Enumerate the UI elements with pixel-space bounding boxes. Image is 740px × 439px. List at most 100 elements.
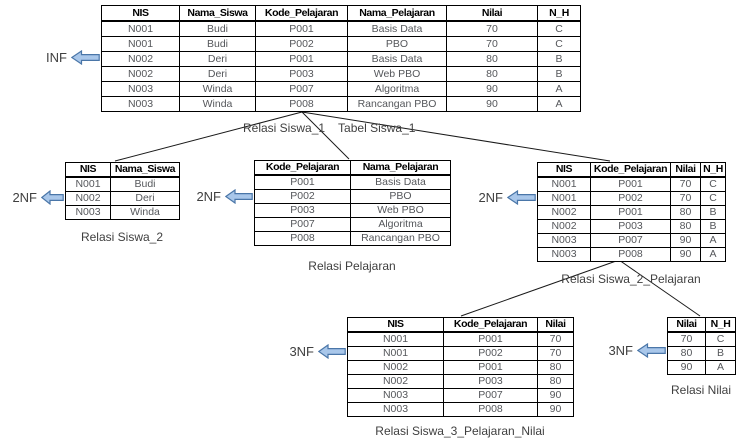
caption-siswa-1: Relasi Siswa_1 Tabel Siswa_1: [243, 122, 415, 134]
table-cell: Budi: [179, 20, 256, 37]
column-header: N_H: [537, 5, 581, 22]
caption-siswa-2: Relasi Siswa_2: [80, 230, 164, 244]
caption-pelajaran: Relasi Pelajaran: [308, 259, 396, 273]
table-cell: 70: [446, 20, 538, 37]
table-cell: P008: [443, 402, 538, 417]
connector-line: [301, 111, 611, 162]
table-cell: N001: [101, 36, 180, 52]
table-cell: Web PBO: [347, 66, 447, 82]
table-cell: Algoritma: [347, 81, 447, 97]
column-header: NIS: [347, 317, 444, 333]
column-header: NIS: [65, 162, 111, 178]
table-cell: P007: [443, 388, 538, 403]
nf-label-group-2nf-center: 2NF: [196, 189, 253, 204]
table-cell: Deri: [179, 51, 256, 67]
table-cell: PBO: [347, 36, 447, 52]
table-cell: N001: [347, 346, 444, 361]
nf-label: 2NF: [478, 190, 503, 205]
left-arrow-icon: [637, 343, 666, 358]
caption-siswa-2-pelajaran: Relasi Siswa_2_Pelajaran: [561, 272, 701, 286]
table-cell: N001: [65, 176, 111, 192]
connector-line: [114, 111, 303, 162]
table-cell: P001: [590, 176, 671, 192]
table-cell: P003: [590, 219, 671, 234]
table-cell: N001: [347, 331, 444, 347]
table-cell: B: [537, 51, 581, 67]
table-cell: Winda: [179, 96, 256, 112]
table-cell: 80: [537, 360, 574, 375]
table-cell: B: [705, 346, 736, 361]
table-cell: 70: [667, 331, 706, 347]
left-arrow-icon: [71, 50, 100, 65]
table-cell: 80: [670, 205, 701, 220]
table-cell: B: [537, 66, 581, 82]
table-cell: N001: [537, 191, 591, 206]
table-cell: Winda: [179, 81, 256, 97]
table-cell: A: [537, 96, 581, 112]
table-cell: P007: [254, 217, 351, 232]
column-header: NIS: [537, 162, 591, 178]
table-cell: P002: [254, 189, 351, 204]
table-cell: A: [537, 81, 581, 97]
table-cell: P001: [255, 20, 348, 37]
connector-line: [618, 259, 701, 317]
table-cell: 90: [670, 247, 701, 262]
column-header: NIS: [101, 5, 180, 22]
table-cell: 90: [537, 388, 574, 403]
table-cell: 80: [537, 374, 574, 389]
table-cell: C: [700, 191, 726, 206]
column-header: Kode_Pelajaran: [254, 160, 351, 176]
table-cell: Budi: [110, 176, 180, 192]
table-cell: P003: [254, 203, 351, 218]
table-cell: C: [537, 20, 581, 37]
table-cell: Deri: [179, 66, 256, 82]
table-cell: N003: [537, 233, 591, 248]
table-cell: 80: [446, 66, 538, 82]
column-header: Nilai: [667, 317, 706, 333]
table-cell: P008: [254, 231, 351, 246]
table-cell: 90: [667, 360, 706, 375]
table-cell: C: [700, 176, 726, 192]
column-header: Nilai: [446, 5, 538, 22]
table-cell: PBO: [350, 189, 451, 204]
table-cell: N003: [101, 96, 180, 112]
column-header: Nama_Pelajaran: [350, 160, 451, 176]
table-cell: 90: [446, 81, 538, 97]
table-cell: Basis Data: [347, 51, 447, 67]
table-cell: 70: [537, 331, 574, 347]
table-cell: P001: [255, 51, 348, 67]
table-cell: 90: [670, 233, 701, 248]
left-arrow-icon: [41, 190, 64, 205]
table-cell: Algoritma: [350, 217, 451, 232]
nf-label: 3NF: [608, 343, 633, 358]
table-cell: Budi: [179, 36, 256, 52]
column-header: N_H: [705, 317, 736, 333]
table-cell: P008: [590, 247, 671, 262]
table-cell: N003: [347, 402, 444, 417]
table-cell: A: [705, 360, 736, 375]
table-cell: N002: [101, 66, 180, 82]
